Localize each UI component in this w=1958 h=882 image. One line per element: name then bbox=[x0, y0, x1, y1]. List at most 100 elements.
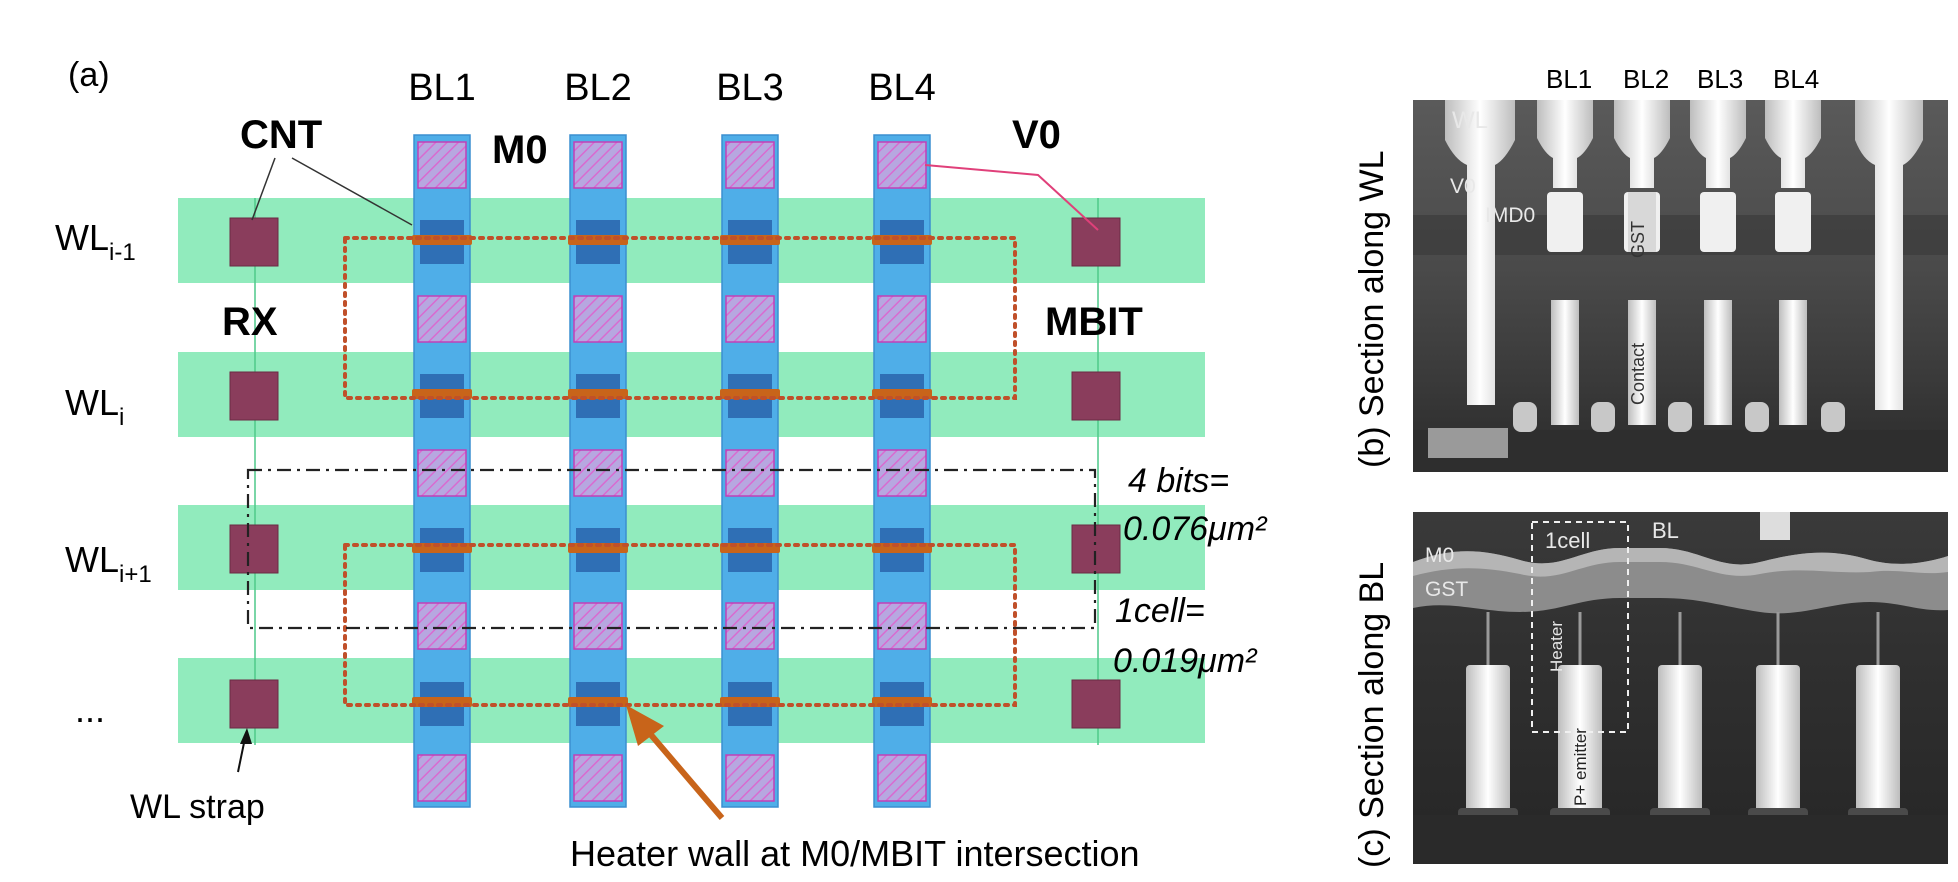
active-row-2 bbox=[178, 352, 1205, 437]
heater-arrow bbox=[637, 720, 725, 820]
tem-b-contact-pillar bbox=[1779, 300, 1807, 425]
mbit-outline-2 bbox=[343, 543, 1017, 707]
mbit-label: MBIT bbox=[1045, 300, 1143, 344]
tem-b-gate bbox=[1668, 402, 1692, 432]
one-cell-text: 1cell= bbox=[1115, 592, 1205, 630]
tem-c-heater-label: Heater bbox=[1547, 621, 1566, 672]
tem-b-bl4: BL4 bbox=[1773, 64, 1819, 94]
v0-via bbox=[417, 449, 467, 497]
mbit-outline-1 bbox=[343, 236, 1017, 400]
v0-via bbox=[417, 141, 467, 189]
four-bits-text: 4 bits= bbox=[1128, 462, 1229, 500]
tem-c-emitter-pillar bbox=[1856, 665, 1900, 815]
tem-b-gst-label: GST bbox=[1628, 221, 1648, 258]
wl-label-2: WLi bbox=[65, 382, 124, 431]
tem-b-bl-pillars bbox=[1537, 100, 1821, 425]
v0-via bbox=[877, 754, 927, 802]
tem-b-v0-label: V0 bbox=[1450, 175, 1476, 198]
tem-b-bl-metal bbox=[1537, 100, 1593, 188]
one-cell-area: 0.019μm² bbox=[1113, 642, 1258, 680]
tem-c-emitter-label: P+ emitter bbox=[1571, 728, 1590, 806]
wl-strap-contacts bbox=[229, 217, 1121, 729]
v0-via bbox=[417, 754, 467, 802]
tem-section-wl: (b) Section along WL BL1 BL2 BL3 BL4 WL … bbox=[1353, 64, 1948, 472]
wl-label-3: WLi+1 bbox=[65, 539, 152, 588]
v0-via bbox=[417, 295, 467, 343]
panel-a-label: (a) bbox=[68, 56, 110, 94]
v0-via bbox=[725, 754, 775, 802]
strap-contact-left-2 bbox=[229, 371, 279, 421]
cnt-leader-1 bbox=[251, 157, 276, 221]
wl-strap-arrowhead bbox=[240, 728, 252, 744]
wl-label-4: ... bbox=[75, 689, 105, 730]
v0-leader bbox=[924, 164, 1099, 231]
strap-contact-right-1 bbox=[1071, 217, 1121, 267]
layout-panel: (a) BL1 bbox=[55, 56, 1268, 874]
tem-b-gates bbox=[1513, 402, 1845, 432]
strap-contact-left-1 bbox=[229, 217, 279, 267]
tem-b-contact-pillar bbox=[1628, 300, 1656, 425]
v0-via bbox=[573, 602, 623, 650]
cnt-leader-2 bbox=[291, 157, 413, 226]
strap-contact-right-2 bbox=[1071, 371, 1121, 421]
active-row-3 bbox=[178, 505, 1205, 590]
mbit-outlines bbox=[343, 236, 1017, 707]
tem-b-contact-pillar bbox=[1551, 300, 1579, 425]
tem-b-imd0-label: IMD0 bbox=[1485, 204, 1535, 227]
active-rows bbox=[178, 198, 1205, 745]
tem-b-bl-metal bbox=[1614, 100, 1670, 188]
tem-b-gate bbox=[1745, 402, 1769, 432]
active-row-4 bbox=[178, 658, 1205, 743]
heater-note: Heater wall at M0/MBIT intersection bbox=[570, 833, 1140, 874]
tem-c-cell-label: 1cell bbox=[1545, 528, 1590, 553]
v0-via bbox=[877, 295, 927, 343]
tem-b-gst-block bbox=[1700, 192, 1736, 252]
v0-via bbox=[573, 141, 623, 189]
tem-c-m0-layer bbox=[1413, 548, 1948, 577]
v0-via bbox=[877, 141, 927, 189]
bl1-label: BL1 bbox=[408, 67, 476, 109]
four-bits-box bbox=[246, 468, 1097, 630]
tem-b-contact-pillar bbox=[1704, 300, 1732, 425]
tem-b-bl1: BL1 bbox=[1546, 64, 1592, 94]
v0-via bbox=[877, 602, 927, 650]
tem-b-wl-base bbox=[1428, 428, 1508, 458]
tem-b-bl-metal bbox=[1690, 100, 1746, 188]
v0-via bbox=[573, 449, 623, 497]
strap-contact-left-3 bbox=[229, 524, 279, 574]
tem-b-wl-label: WL bbox=[1452, 107, 1488, 134]
bl4-label: BL4 bbox=[868, 67, 936, 109]
active-row-1 bbox=[178, 198, 1205, 283]
tem-b-bl2: BL2 bbox=[1623, 64, 1669, 94]
wl-strap-label: WL strap bbox=[130, 788, 265, 826]
rx-label: RX bbox=[222, 300, 278, 344]
tem-c-emitter-pillar bbox=[1466, 665, 1510, 815]
strap-contact-left-4 bbox=[229, 679, 279, 729]
tem-c-one-cell-box bbox=[1531, 521, 1629, 733]
m0-label: M0 bbox=[492, 128, 548, 172]
v0-via bbox=[725, 295, 775, 343]
heater-arrowhead bbox=[626, 705, 664, 746]
tem-b-contact-label: Contact bbox=[1628, 343, 1648, 405]
wl-label-1: WLi-1 bbox=[55, 217, 136, 266]
tem-b-wl-pillar-left bbox=[1445, 100, 1515, 405]
tem-c-emitter-pillar bbox=[1658, 665, 1702, 815]
v0-via bbox=[725, 449, 775, 497]
v0-via bbox=[573, 295, 623, 343]
cnt-label: CNT bbox=[240, 113, 322, 157]
four-bits-area: 0.076μm² bbox=[1123, 510, 1268, 548]
tem-b-gate bbox=[1821, 402, 1845, 432]
strap-contact-right-4 bbox=[1071, 679, 1121, 729]
tem-c-emitter-pillar bbox=[1756, 665, 1800, 815]
tem-b-bl3: BL3 bbox=[1697, 64, 1743, 94]
tem-b-gst-block bbox=[1547, 192, 1583, 252]
tem-b-gst-block bbox=[1775, 192, 1811, 252]
v0-via bbox=[417, 602, 467, 650]
tem-c-gst-label: GST bbox=[1425, 578, 1468, 601]
tem-c-bl-label: BL bbox=[1652, 518, 1679, 543]
v0-label: V0 bbox=[1012, 113, 1061, 157]
tem-c-substrate bbox=[1413, 815, 1948, 864]
v0-via bbox=[725, 602, 775, 650]
tem-b-bl-metal bbox=[1765, 100, 1821, 188]
